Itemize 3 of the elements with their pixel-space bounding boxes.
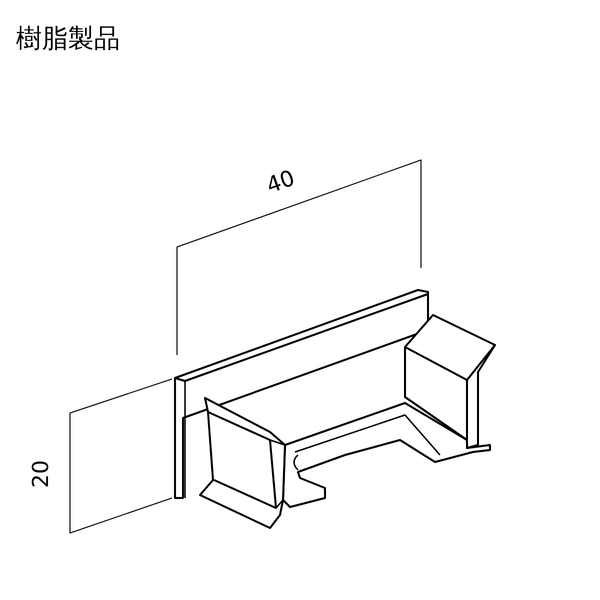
dimension-label: 40 xyxy=(264,168,298,198)
title: 樹脂製品 xyxy=(16,26,120,52)
dimension-label: 20 xyxy=(31,460,53,488)
